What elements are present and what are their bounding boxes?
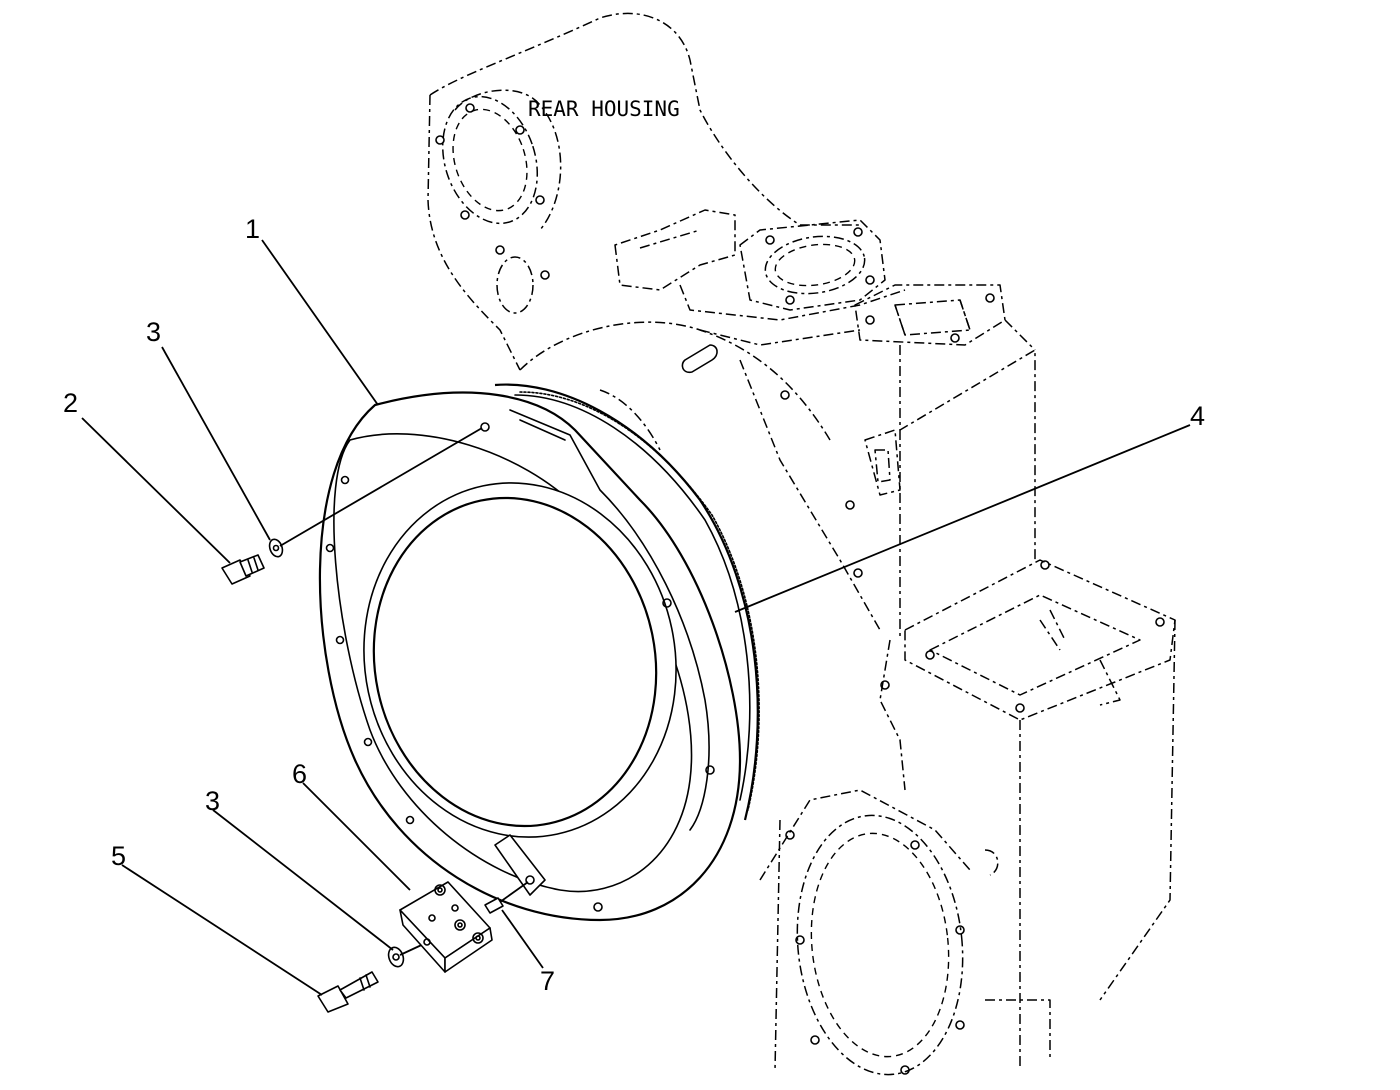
callout-3-upper: 3 [146,317,161,347]
bolt-and-washer-upper [221,427,483,585]
rear-housing [427,12,1176,1076]
leader-lines [81,239,1191,996]
callout-6: 6 [292,759,307,789]
rear-housing-label: REAR HOUSING [528,97,680,121]
bolt-washer-block-pin-lower [317,881,529,1013]
callout-5: 5 [111,841,126,871]
callout-7: 7 [540,966,555,996]
flywheel-housing-ring [318,344,760,922]
callout-4: 4 [1190,401,1205,431]
callout-1: 1 [245,214,260,244]
callout-3-lower: 3 [205,786,220,816]
callout-2: 2 [63,388,78,418]
